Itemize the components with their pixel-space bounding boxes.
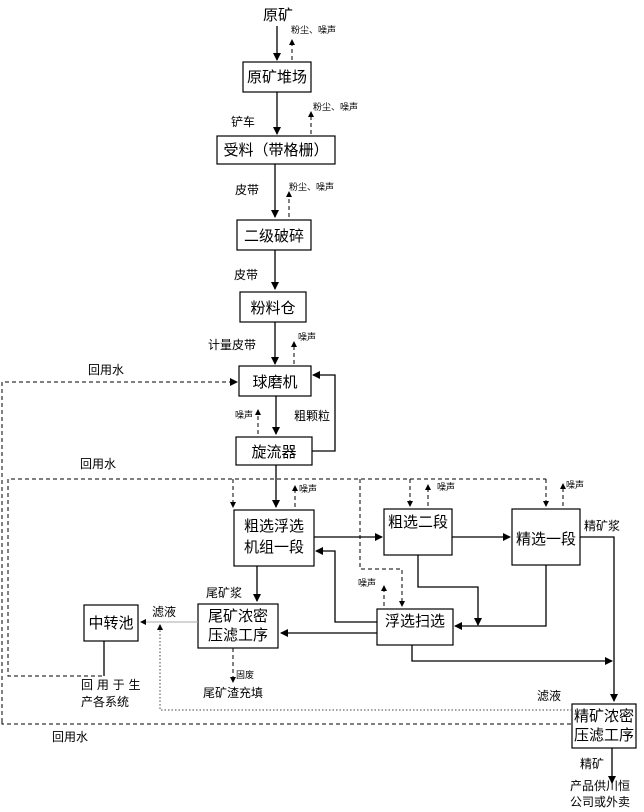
node-rough-flot-1-line2: 机组一段	[244, 538, 304, 556]
return-water-line-2	[7, 478, 546, 677]
arrow-conc-filtrate	[157, 624, 572, 711]
emission-label-5: 噪声	[235, 409, 253, 421]
coarse-label: 粗颗粒	[294, 408, 330, 423]
product-label-1: 产品供川恒	[570, 779, 630, 793]
node-powder-bin	[239, 291, 307, 323]
solid-waste-label: 固废	[236, 669, 254, 681]
arrow-clean1-to-scavenge	[454, 565, 547, 630]
node-raw-yard	[242, 61, 312, 93]
emission-label-3: 粉尘、噪声	[289, 181, 334, 193]
emission-label-2: 粉尘、噪声	[313, 101, 358, 113]
metering-belt-label: 计量皮带	[208, 338, 256, 352]
filtrate-label-1: 滤液	[152, 604, 176, 619]
return-water-drop-4	[359, 479, 405, 607]
node-cyclone-label: 旋流器	[251, 443, 296, 461]
reuse-label-2: 产各系统	[81, 694, 129, 709]
node-tailing-press-line1: 尾矿浓密	[208, 607, 268, 625]
node-rough-flot-1	[233, 509, 315, 567]
emission-label-9: 噪声	[358, 577, 376, 589]
node-conc-press-line1: 精矿浓密	[574, 707, 634, 725]
conc-slurry-label: 精矿浆	[584, 518, 620, 533]
tailing-slurry-label: 尾矿浆	[206, 585, 242, 600]
belt-label-1: 皮带	[235, 183, 259, 197]
node-transfer-pool-label: 中转池	[88, 614, 133, 632]
node-crushing	[236, 219, 312, 251]
belt-label-2: 皮带	[234, 268, 258, 282]
node-tailing-press	[197, 603, 279, 649]
node-conc-press	[571, 703, 637, 749]
arrow-scavenge-to-conc	[411, 645, 613, 665]
node-crushing-label: 二级破碎	[244, 227, 304, 245]
node-conc-press-line2: 压滤工序	[574, 726, 634, 744]
emission-label-8: 噪声	[566, 479, 584, 491]
node-raw-yard-label: 原矿堆场	[247, 68, 307, 86]
emission-label-7: 噪声	[437, 481, 455, 493]
return-water-line-3	[1, 722, 572, 725]
loader-label: 铲车	[231, 114, 255, 129]
return-water-label-1: 回用水	[88, 363, 124, 377]
node-powder-bin-label: 粉料仓	[250, 299, 295, 317]
arrow-scavenge-to-rough1	[315, 547, 377, 623]
reuse-label-1: 回 用 于 生	[81, 678, 140, 692]
emission-label-1: 粉尘、噪声	[291, 24, 336, 36]
node-transfer-pool	[83, 604, 139, 642]
node-cyclone	[235, 436, 313, 466]
return-water-label-2: 回用水	[80, 457, 116, 471]
raw-ore-label: 原矿	[263, 6, 293, 24]
coarse-return-line	[312, 371, 336, 452]
emission-label-6: 噪声	[299, 483, 317, 495]
return-water-line-1	[1, 378, 238, 722]
node-clean-1	[511, 508, 581, 566]
filtrate-label-2: 滤液	[537, 688, 561, 703]
arrow-clean1-to-conc	[580, 536, 618, 702]
node-scavenge	[376, 608, 454, 646]
node-rough-2-label: 粗选二段	[388, 513, 448, 531]
node-ball-mill	[238, 365, 312, 397]
node-tailing-press-line2: 压滤工序	[208, 626, 268, 644]
node-scavenge-label: 浮选扫选	[385, 612, 445, 630]
node-receiving-label: 受料（带格栅）	[223, 141, 328, 159]
node-receiving	[216, 135, 336, 165]
return-water-label-3: 回用水	[52, 730, 88, 744]
emission-label-4: 噪声	[298, 331, 316, 343]
node-clean-1-label: 精选一段	[516, 530, 576, 548]
arrow-rough2-to-scavenge	[417, 555, 482, 626]
node-rough-flot-1-line1: 粗选浮选	[244, 517, 304, 535]
tailing-fill-label: 尾矿渣充填	[203, 685, 263, 700]
concentrate-label: 精矿	[580, 757, 604, 771]
product-label-2: 公司或外卖	[570, 795, 630, 809]
node-ball-mill-label: 球磨机	[252, 373, 297, 391]
node-rough-2	[383, 508, 453, 556]
